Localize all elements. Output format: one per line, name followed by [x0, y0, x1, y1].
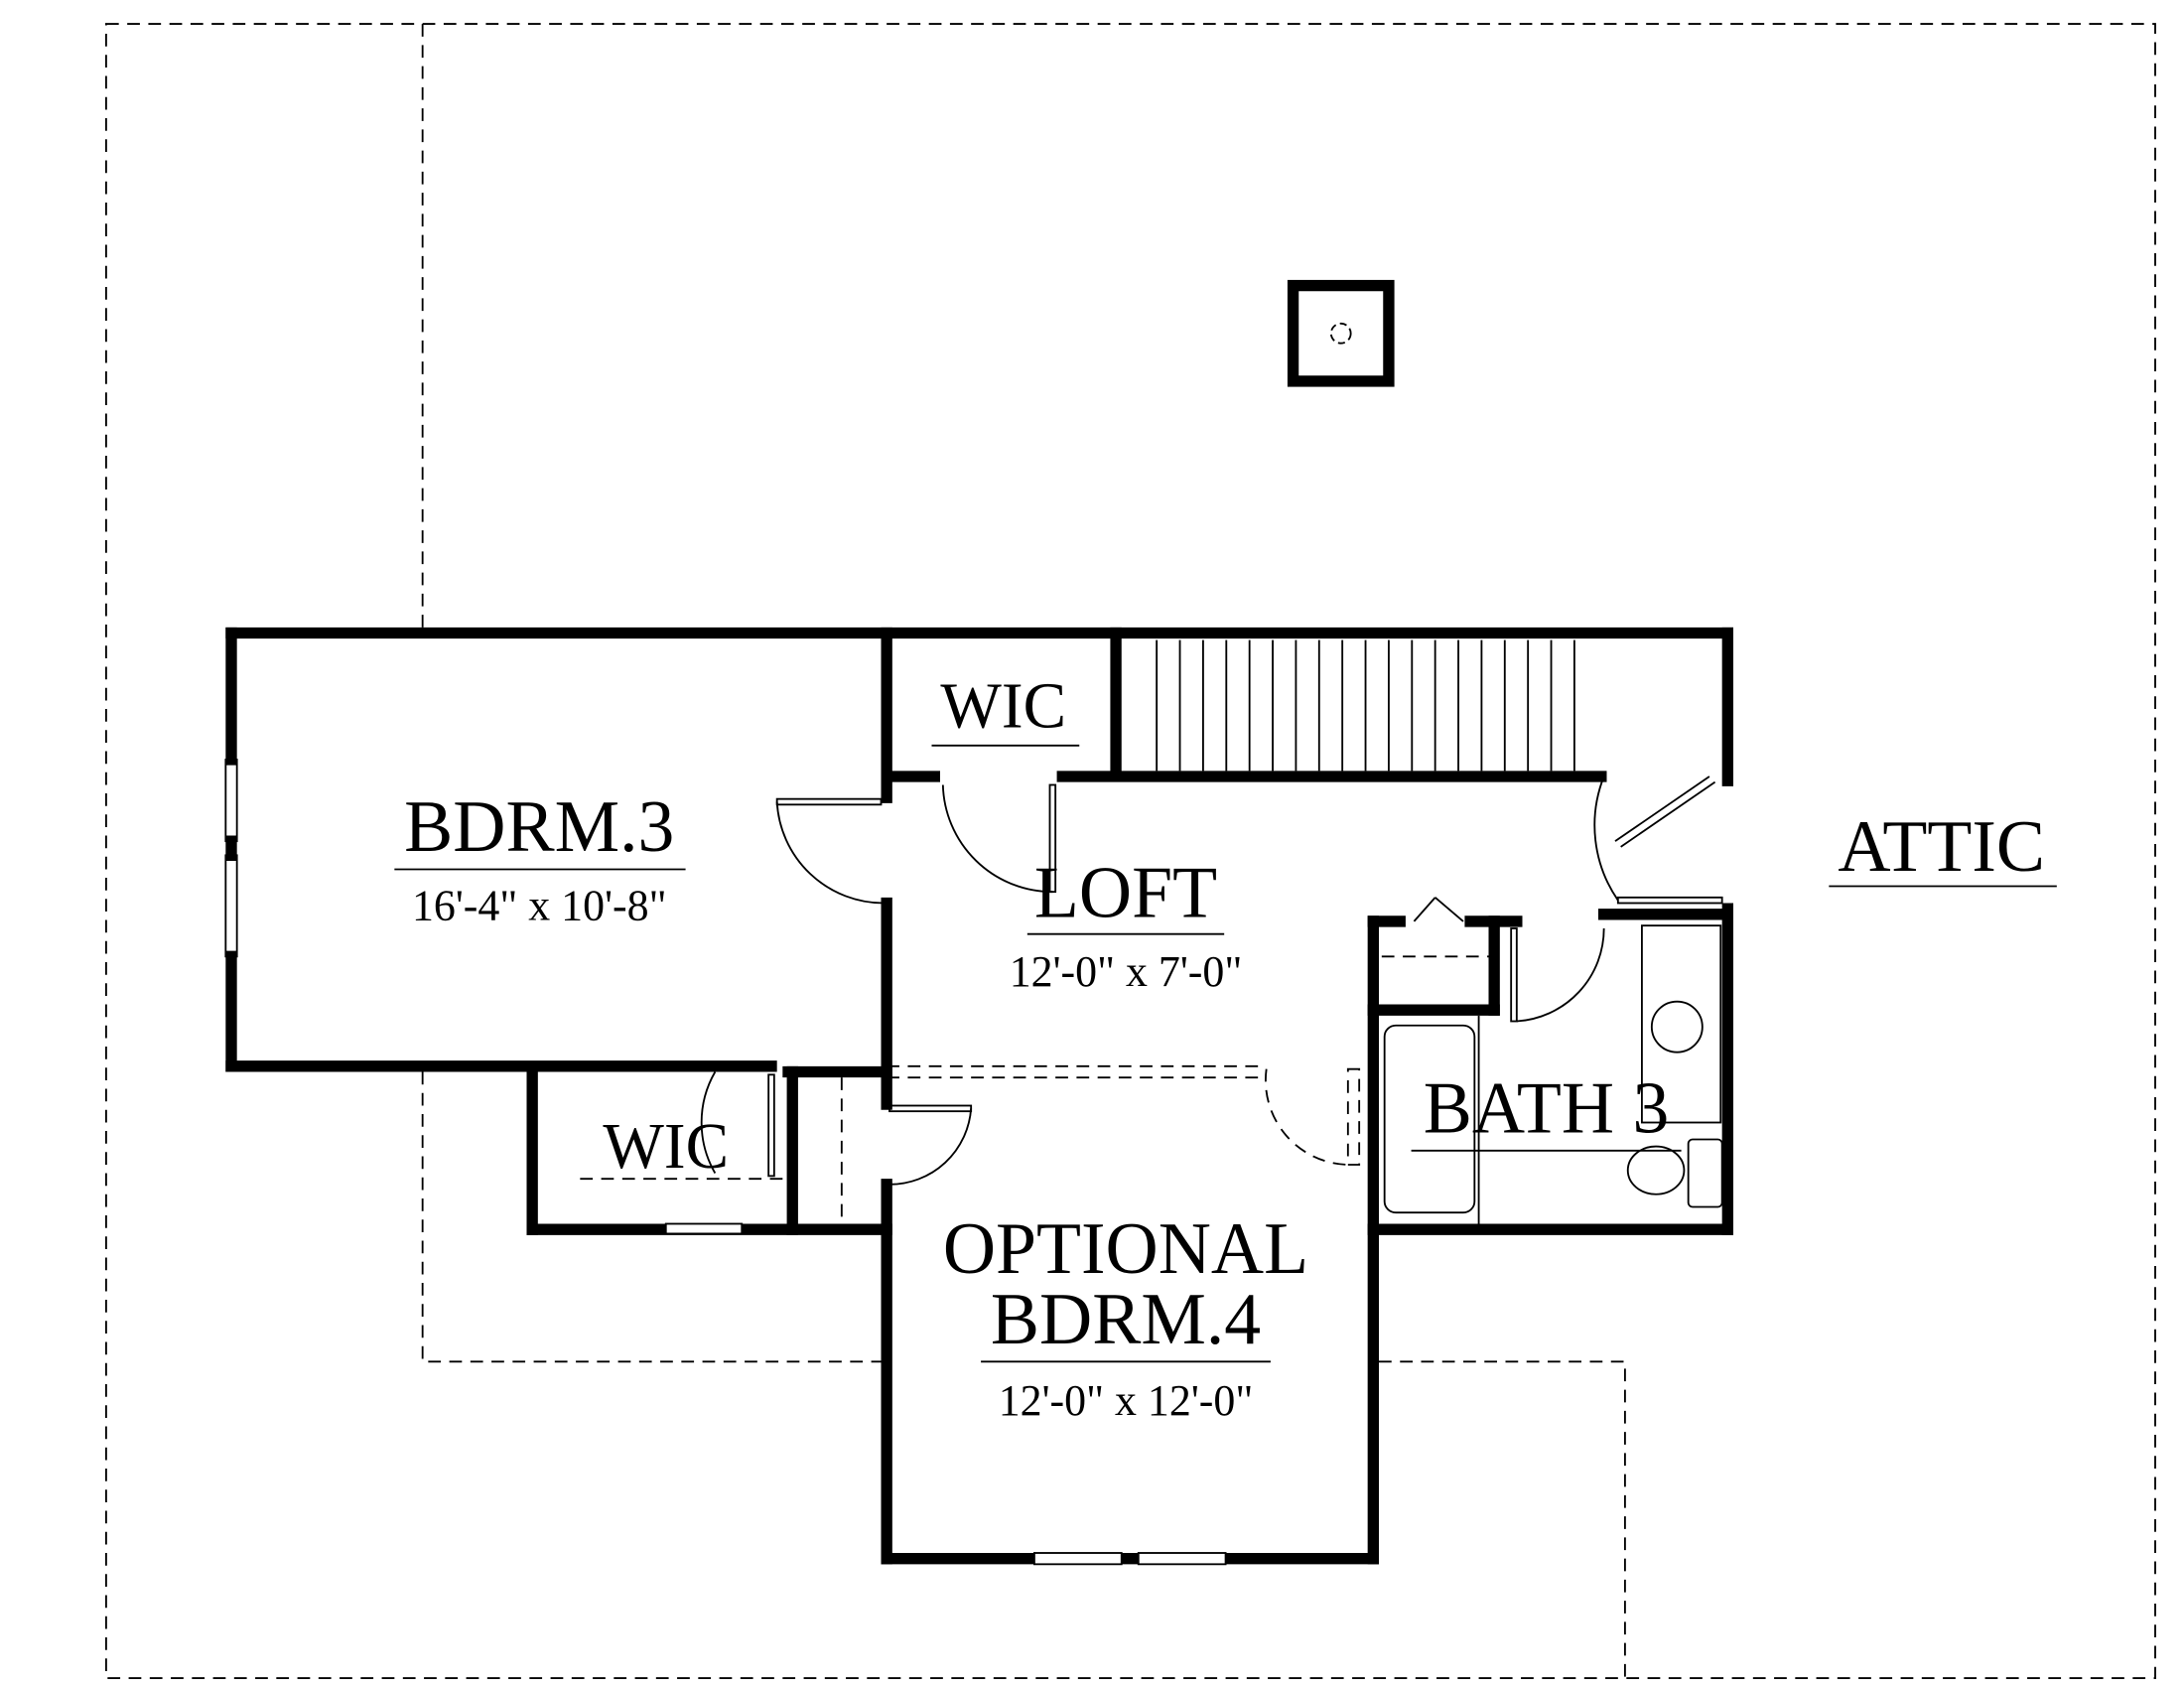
attic-access-hatch: [1287, 279, 1395, 387]
room-labels: BDRM.3 16'-4" x 10'-8" WIC LOFT 12'-0" x…: [394, 670, 2057, 1425]
roof-outline: [104, 23, 2156, 1680]
windows: [224, 759, 1227, 1566]
dashed-interior-lines: [580, 744, 1489, 1224]
bdrm3-label: BDRM.3: [404, 785, 674, 867]
bdrm4-size: 12'-0" x 12'-0": [999, 1377, 1254, 1425]
bath-fixtures: [1383, 924, 1723, 1224]
bdrm4-label-line1: OPTIONAL: [943, 1207, 1308, 1289]
bath3-label: BATH 3: [1424, 1066, 1670, 1148]
bdrm3-size: 16'-4" x 10'-8": [412, 883, 667, 930]
sink: [1650, 1000, 1704, 1054]
stairs: [1156, 639, 1575, 772]
walls: [225, 627, 1734, 1565]
bdrm4-label-line2: BDRM.4: [991, 1278, 1261, 1359]
bathtub: [1383, 1024, 1476, 1214]
loft-label: LOFT: [1034, 852, 1217, 933]
doors: [700, 775, 1723, 1186]
vanity: [1640, 924, 1722, 1124]
attic-label: ATTIC: [1838, 805, 2045, 887]
wic-lower-label: WIC: [603, 1111, 729, 1183]
toilet: [1626, 1145, 1686, 1196]
wic-upper-label: WIC: [940, 670, 1066, 742]
loft-size: 12'-0" x 7'-0": [1010, 948, 1243, 996]
